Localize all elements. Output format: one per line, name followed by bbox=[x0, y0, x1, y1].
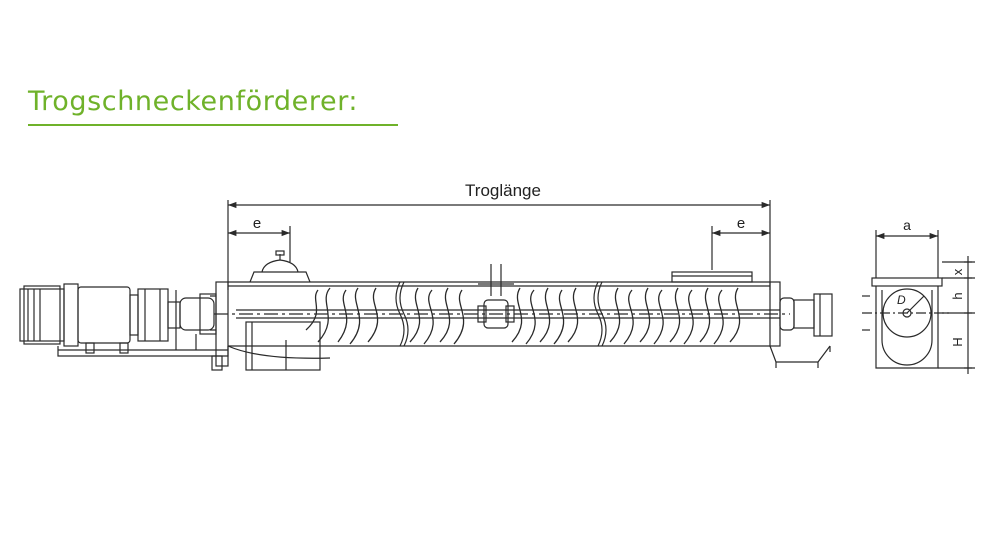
x-label: x bbox=[950, 268, 965, 275]
e-label-left: e bbox=[253, 215, 261, 232]
page-title: Trogschneckenförderer: bbox=[28, 86, 359, 117]
d-label: D bbox=[897, 293, 906, 307]
trough-cross-section bbox=[862, 277, 952, 369]
height-dimensions bbox=[938, 256, 975, 374]
title-underline bbox=[28, 124, 398, 126]
e-label-right: e bbox=[737, 215, 745, 232]
big-h-label: H bbox=[950, 337, 965, 346]
screw-flights bbox=[305, 287, 741, 345]
h-label: h bbox=[950, 292, 965, 299]
a-dimension bbox=[875, 230, 939, 278]
a-label: a bbox=[903, 217, 911, 233]
drive-motor bbox=[19, 283, 229, 357]
trough-length-label: Troglänge bbox=[465, 181, 541, 200]
e-dimension-right bbox=[711, 226, 770, 270]
e-dimension-left bbox=[228, 226, 291, 262]
trough-body bbox=[214, 271, 790, 359]
intermediate-bearing bbox=[477, 264, 515, 329]
outlet-end-bearing bbox=[769, 281, 833, 368]
trough-length-dimension bbox=[227, 200, 771, 290]
